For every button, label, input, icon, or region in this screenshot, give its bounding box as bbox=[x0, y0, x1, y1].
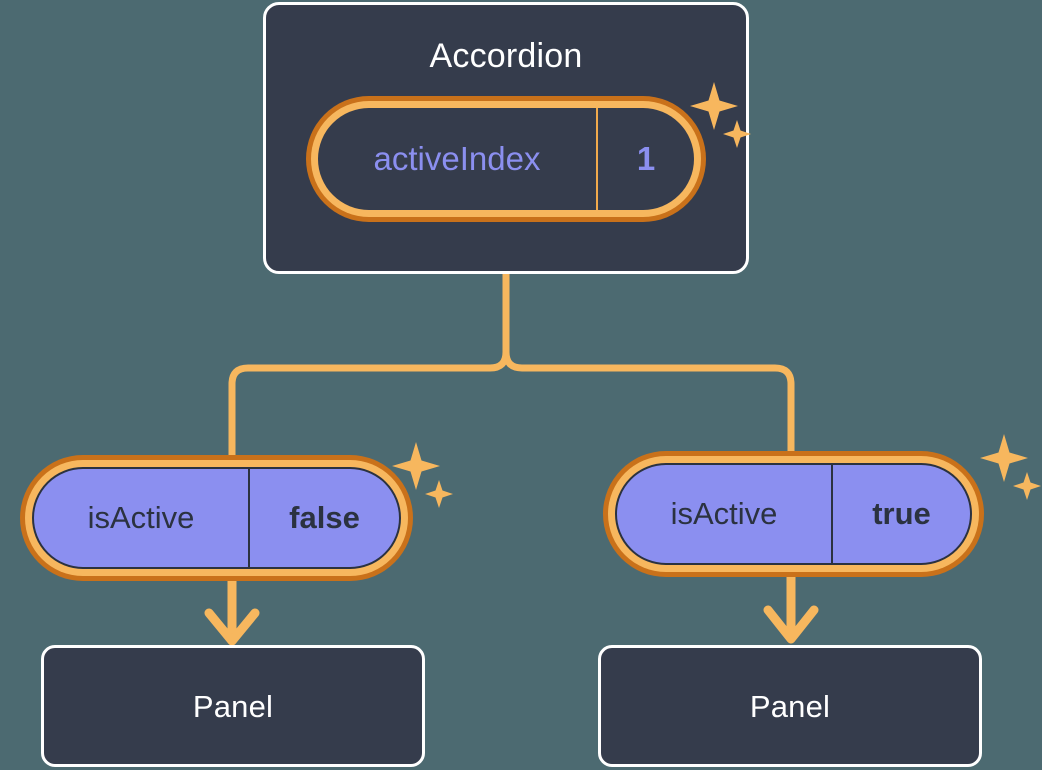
panel-component-card-right[interactable]: Panel bbox=[598, 645, 982, 767]
prop-value-label: false bbox=[289, 500, 360, 535]
panel-title: Panel bbox=[192, 689, 274, 724]
prop-pill-is-active-true[interactable]: isActive true bbox=[603, 451, 984, 577]
prop-pill-active-index[interactable]: activeIndex 1 bbox=[306, 96, 706, 222]
prop-key-label: activeIndex bbox=[318, 108, 598, 210]
pill-body: activeIndex 1 bbox=[318, 108, 694, 210]
prop-value-label: 1 bbox=[636, 140, 656, 177]
pill-inner-ring: activeIndex 1 bbox=[311, 101, 701, 217]
prop-key-label: isActive bbox=[34, 469, 250, 567]
arrow-down-icon-right bbox=[763, 574, 819, 644]
prop-pill-is-active-false[interactable]: isActive false bbox=[20, 455, 413, 581]
tree-connector-path bbox=[502, 270, 795, 459]
tree-connector-path-left bbox=[228, 348, 510, 463]
arrow-down-icon-left bbox=[204, 578, 260, 646]
pill-inner-ring: isActive true bbox=[608, 456, 979, 572]
prop-key-label: isActive bbox=[617, 465, 833, 563]
pill-body: isActive true bbox=[615, 463, 972, 565]
pill-body: isActive false bbox=[32, 467, 401, 569]
panel-title: Panel bbox=[749, 689, 831, 724]
pill-inner-ring: isActive false bbox=[25, 460, 408, 576]
page-title: Accordion bbox=[429, 37, 583, 75]
prop-value-label: true bbox=[872, 496, 931, 531]
sparkle-icon bbox=[980, 434, 1041, 500]
panel-component-card-left[interactable]: Panel bbox=[41, 645, 425, 767]
